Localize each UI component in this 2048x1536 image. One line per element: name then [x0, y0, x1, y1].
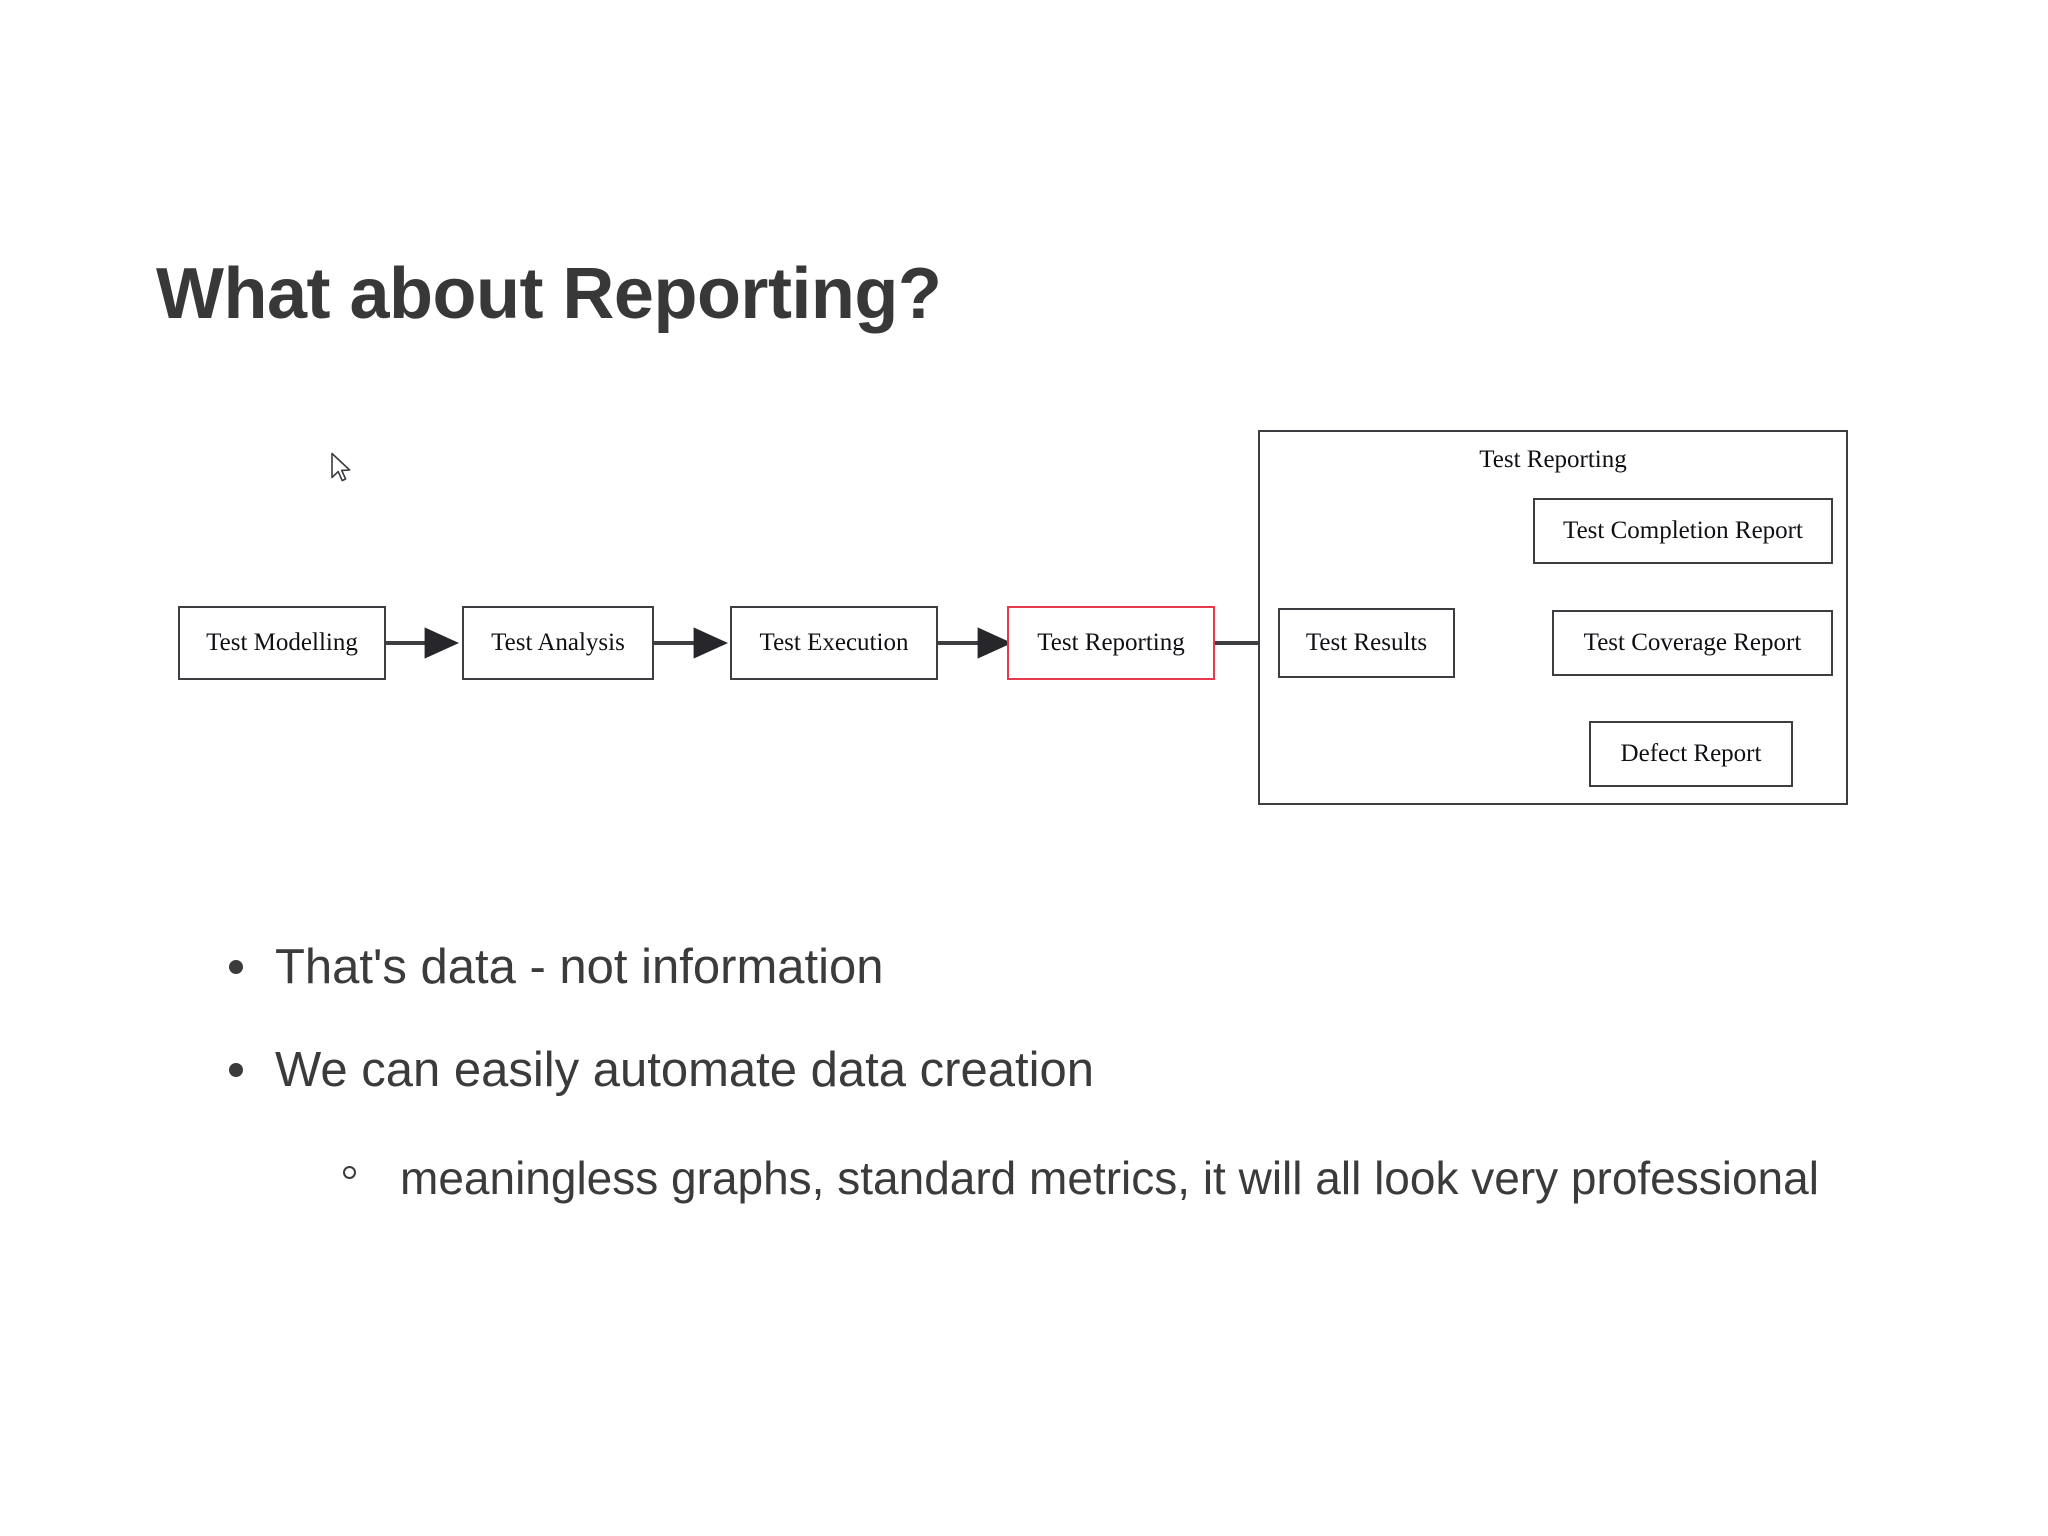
flow-box-label: Test Modelling: [206, 629, 358, 656]
page-title: What about Reporting?: [156, 254, 942, 334]
report-box-defect-report[interactable]: Defect Report: [1589, 721, 1793, 787]
bullet-list: That's data - not information We can eas…: [215, 940, 1915, 1210]
report-box-test-completion-report[interactable]: Test Completion Report: [1533, 498, 1833, 564]
bullet-item-1: That's data - not information: [215, 940, 1915, 995]
flow-box-label: Test Execution: [759, 629, 909, 656]
bullet-marker-circle: [343, 1165, 356, 1179]
report-box-test-coverage-report[interactable]: Test Coverage Report: [1552, 610, 1833, 676]
bullet-text: meaningless graphs, standard metrics, it…: [400, 1151, 1819, 1204]
flow-box-label: Test Analysis: [491, 629, 625, 656]
bullet-item-3-sub: meaningless graphs, standard metrics, it…: [215, 1146, 1930, 1210]
report-box-label: Test Coverage Report: [1583, 629, 1802, 656]
flow-box-label: Test Results: [1305, 629, 1428, 656]
flow-box-test-execution[interactable]: Test Execution: [730, 606, 938, 680]
flow-box-test-results[interactable]: Test Results: [1278, 608, 1455, 678]
report-box-label: Defect Report: [1620, 740, 1762, 767]
content-placeholder-guide: [194, 1300, 195, 1536]
bullet-marker-disc: [229, 960, 243, 974]
report-box-label: Test Completion Report: [1563, 517, 1803, 544]
flow-box-label: Test Reporting: [1037, 629, 1185, 656]
flow-box-test-analysis[interactable]: Test Analysis: [462, 606, 654, 680]
bullet-item-2: We can easily automate data creation: [215, 1043, 1915, 1098]
flow-box-test-modelling[interactable]: Test Modelling: [178, 606, 386, 680]
bullet-text: That's data - not information: [275, 940, 884, 994]
test-reporting-group-label: Test Reporting: [1479, 446, 1627, 473]
mouse-pointer-icon: [331, 452, 351, 482]
test-reporting-group-box: [1258, 430, 1848, 805]
bullet-marker-disc: [229, 1062, 243, 1077]
bullet-text: We can easily automate data creation: [275, 1042, 1094, 1097]
flow-box-test-reporting-highlighted[interactable]: Test Reporting: [1007, 606, 1215, 680]
